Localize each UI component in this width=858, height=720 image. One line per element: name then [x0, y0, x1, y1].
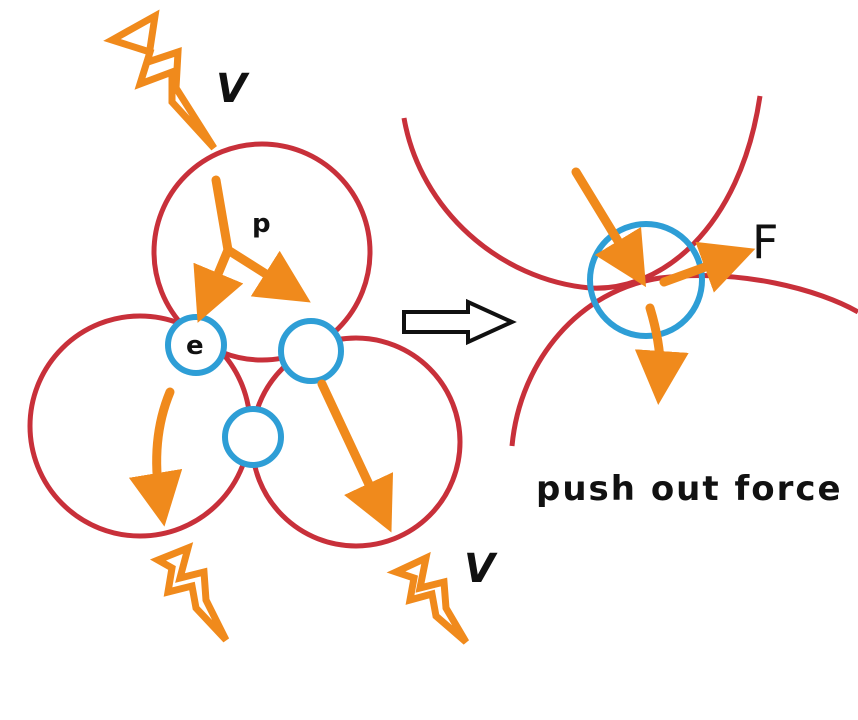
arrow-detail-down: [634, 303, 689, 405]
label-v-bottom: V: [464, 546, 498, 592]
arrow-top-split-left: [193, 245, 244, 323]
arrow-left-down: [128, 387, 183, 527]
arrow-detail-in: [571, 167, 647, 288]
label-electron: e: [186, 331, 204, 361]
lightning-bolt-icon: [103, 9, 217, 151]
lightning-bolt-icon: [386, 551, 470, 645]
electron-circle-bottom: [222, 406, 284, 468]
proton-circle-top: [151, 141, 373, 363]
caption-push-out-force: push out force: [536, 469, 843, 509]
arrow-top-split-right: [223, 245, 311, 303]
arrow-detail-force: [659, 241, 756, 293]
label-proton: p: [252, 209, 271, 239]
proton-detail: [401, 95, 858, 447]
proton-arc-upper: [401, 95, 763, 291]
proton-arc-lower: [509, 273, 858, 447]
label-v-top: V: [216, 66, 250, 112]
lightning-bolts: [103, 9, 470, 645]
arrow-top-down: [211, 175, 233, 255]
flow-arrows-left: [128, 175, 394, 533]
electron-circle-right: [278, 318, 344, 384]
flow-arrows-right: [571, 167, 756, 405]
arrow-right-down: [317, 379, 394, 533]
label-force: F: [752, 215, 778, 269]
lightning-bolt-icon: [149, 542, 230, 643]
electron-cluster: [165, 314, 344, 468]
proton-cluster: [27, 141, 463, 549]
hollow-right-arrow-icon: [402, 298, 517, 346]
